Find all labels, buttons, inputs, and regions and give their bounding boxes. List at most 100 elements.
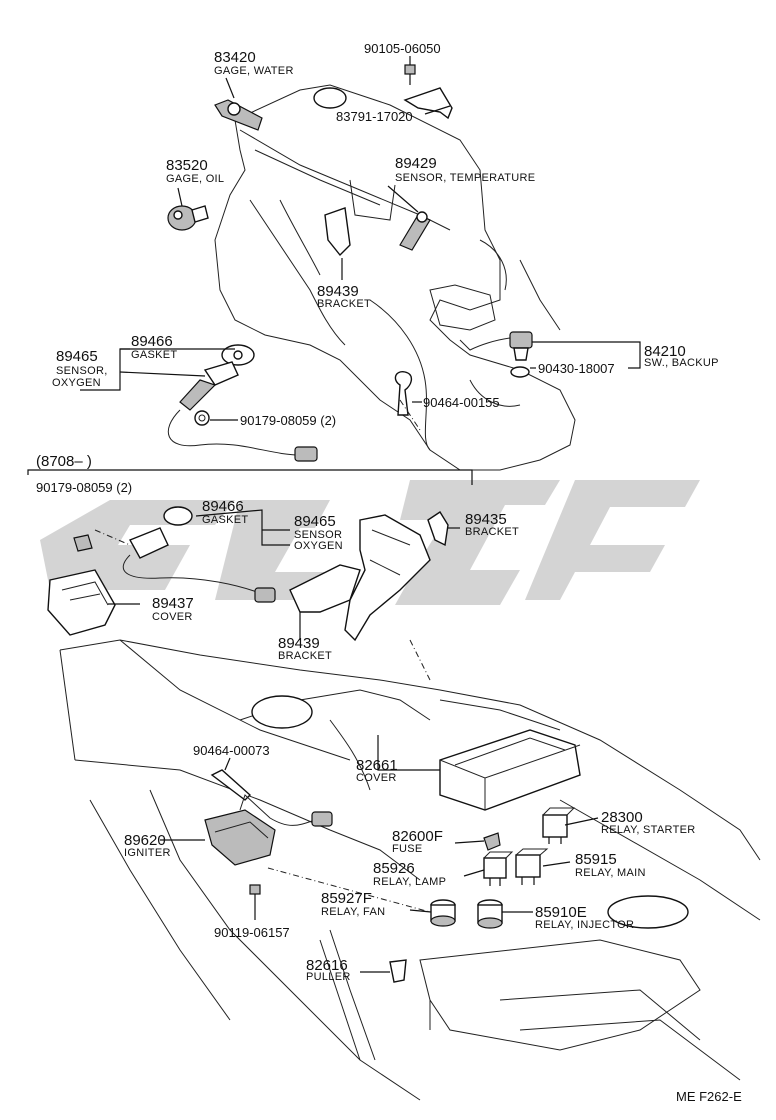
part-name: SW., BACKUP bbox=[644, 357, 719, 369]
part-name: BRACKET bbox=[317, 298, 371, 310]
injector-relay-part bbox=[477, 899, 503, 929]
label-83791-17020: 83791-17020 bbox=[336, 109, 413, 124]
label-90179-08059-lower: 90179-08059 (2) bbox=[36, 480, 132, 495]
part-number: 28300 bbox=[601, 809, 643, 826]
part-number: 89620 bbox=[124, 832, 166, 849]
puller-part bbox=[389, 959, 407, 983]
temperature-sensor-part bbox=[399, 211, 431, 251]
part-number: 82616 bbox=[306, 957, 348, 974]
label-90464-00155: 90464-00155 bbox=[423, 395, 500, 410]
starter-relay-part bbox=[542, 807, 576, 844]
igniter-part bbox=[204, 794, 333, 866]
label-section-header: (8708– ) bbox=[36, 453, 92, 470]
part-number: 85910E bbox=[535, 904, 587, 921]
label-28300: 28300 RELAY, STARTER bbox=[601, 809, 695, 836]
label-82616: 82616 PULLER bbox=[306, 957, 351, 983]
label-82600F: 82600F FUSE bbox=[392, 828, 443, 855]
backup-switch-part bbox=[459, 331, 533, 361]
label-83520: 83520 GAGE, OIL bbox=[166, 157, 224, 185]
bracket-part-small bbox=[427, 511, 449, 547]
bracket-part-large bbox=[344, 514, 431, 642]
fuse-part bbox=[483, 832, 501, 851]
fender-outline bbox=[59, 639, 761, 1101]
part-name: RELAY, LAMP bbox=[373, 876, 446, 888]
part-number: 89435 bbox=[465, 511, 507, 528]
part-number: 83420 bbox=[214, 49, 256, 66]
part-number: 84210 bbox=[644, 343, 686, 360]
part-number: 89466 bbox=[202, 498, 244, 515]
figure-code-text: ME F262-E bbox=[676, 1089, 742, 1104]
part-name: PULLER bbox=[306, 971, 351, 983]
part-number: 89465 bbox=[56, 348, 98, 365]
gasket-part-upper bbox=[221, 344, 255, 366]
cover-part-lower bbox=[47, 569, 116, 636]
section-bracket bbox=[27, 469, 473, 485]
label-85927F: 85927F RELAY, FAN bbox=[321, 890, 385, 918]
part-name: GAGE, WATER bbox=[214, 65, 294, 77]
bolt-part-upper bbox=[404, 64, 416, 85]
part-name: BRACKET bbox=[278, 650, 332, 662]
part-number: 90105-06050 bbox=[364, 41, 441, 56]
clamp-part-lower bbox=[210, 769, 252, 801]
part-number: 85926 bbox=[373, 860, 415, 877]
bracket-part-upper bbox=[324, 207, 351, 257]
part-number: 89439 bbox=[317, 283, 359, 300]
part-name: RELAY, INJECTOR bbox=[535, 919, 634, 931]
part-number: 90179-08059 (2) bbox=[36, 480, 132, 495]
part-number: 89437 bbox=[152, 595, 194, 612]
label-90464-00073: 90464-00073 bbox=[193, 743, 270, 758]
label-90179-08059-upper: 90179-08059 (2) bbox=[240, 413, 336, 428]
part-number: 90179-08059 (2) bbox=[240, 413, 336, 428]
clamp-part-upper bbox=[394, 371, 413, 416]
part-name: GAGE, OIL bbox=[166, 173, 224, 185]
part-name: FUSE bbox=[392, 843, 423, 855]
part-name: RELAY, STARTER bbox=[601, 824, 695, 836]
part-name: SENSOR, bbox=[56, 365, 108, 377]
leader-lines-lower bbox=[160, 399, 599, 973]
oxygen-sensor-part-upper bbox=[167, 361, 318, 462]
part-name: SENSOR, TEMPERATURE bbox=[395, 172, 535, 184]
part-name: OXYGEN bbox=[52, 377, 101, 389]
part-name: OXYGEN bbox=[294, 540, 343, 552]
part-name: IGNITER bbox=[124, 847, 171, 859]
part-name: GASKET bbox=[131, 349, 177, 361]
nut-part-lower bbox=[73, 534, 93, 552]
part-number: 90464-00155 bbox=[423, 395, 500, 410]
oil-gage-part bbox=[167, 205, 209, 231]
lamp-relay-part bbox=[483, 851, 514, 886]
part-number: 90430-18007 bbox=[538, 361, 615, 376]
leader-lines-middle bbox=[94, 509, 460, 640]
part-number: 90119-06157 bbox=[214, 925, 290, 940]
label-89620: 89620 IGNITER bbox=[124, 832, 171, 859]
water-gage-part bbox=[214, 99, 263, 131]
engine-block-outline bbox=[214, 84, 576, 471]
label-89466-lower: 89466 GASKET bbox=[202, 498, 248, 526]
nut-part-upper bbox=[194, 410, 210, 426]
label-89435: 89435 BRACKET bbox=[465, 511, 519, 538]
bolt-part-lower bbox=[249, 884, 261, 905]
part-name: BRACKET bbox=[465, 526, 519, 538]
part-name: GASKET bbox=[202, 514, 248, 526]
fan-relay-part bbox=[430, 899, 456, 927]
oxygen-sensor-part-lower bbox=[122, 506, 276, 603]
part-number: 89466 bbox=[131, 333, 173, 350]
label-89465-upper: 89465 SENSOR, OXYGEN bbox=[52, 348, 108, 389]
label-89437: 89437 COVER bbox=[152, 595, 194, 623]
label-85926: 85926 RELAY, LAMP bbox=[373, 860, 446, 888]
label-89439-upper: 89439 BRACKET bbox=[317, 283, 371, 310]
part-number: 83520 bbox=[166, 157, 208, 174]
part-name: RELAY, FAN bbox=[321, 906, 385, 918]
label-82661: 82661 COVER bbox=[356, 757, 398, 784]
label-89466-upper: 89466 GASKET bbox=[131, 333, 177, 361]
part-name: COVER bbox=[356, 772, 397, 784]
part-number: 89429 bbox=[395, 155, 437, 172]
label-85915: 85915 RELAY, MAIN bbox=[575, 851, 645, 879]
relay-box-cover-part bbox=[439, 729, 581, 811]
part-number: 85915 bbox=[575, 851, 617, 868]
washer-part bbox=[510, 366, 530, 378]
label-89429: 89429 SENSOR, TEMPERATURE bbox=[395, 155, 535, 184]
part-name: SENSOR bbox=[294, 529, 342, 541]
part-number: 89439 bbox=[278, 635, 320, 652]
part-name: COVER bbox=[152, 611, 193, 623]
